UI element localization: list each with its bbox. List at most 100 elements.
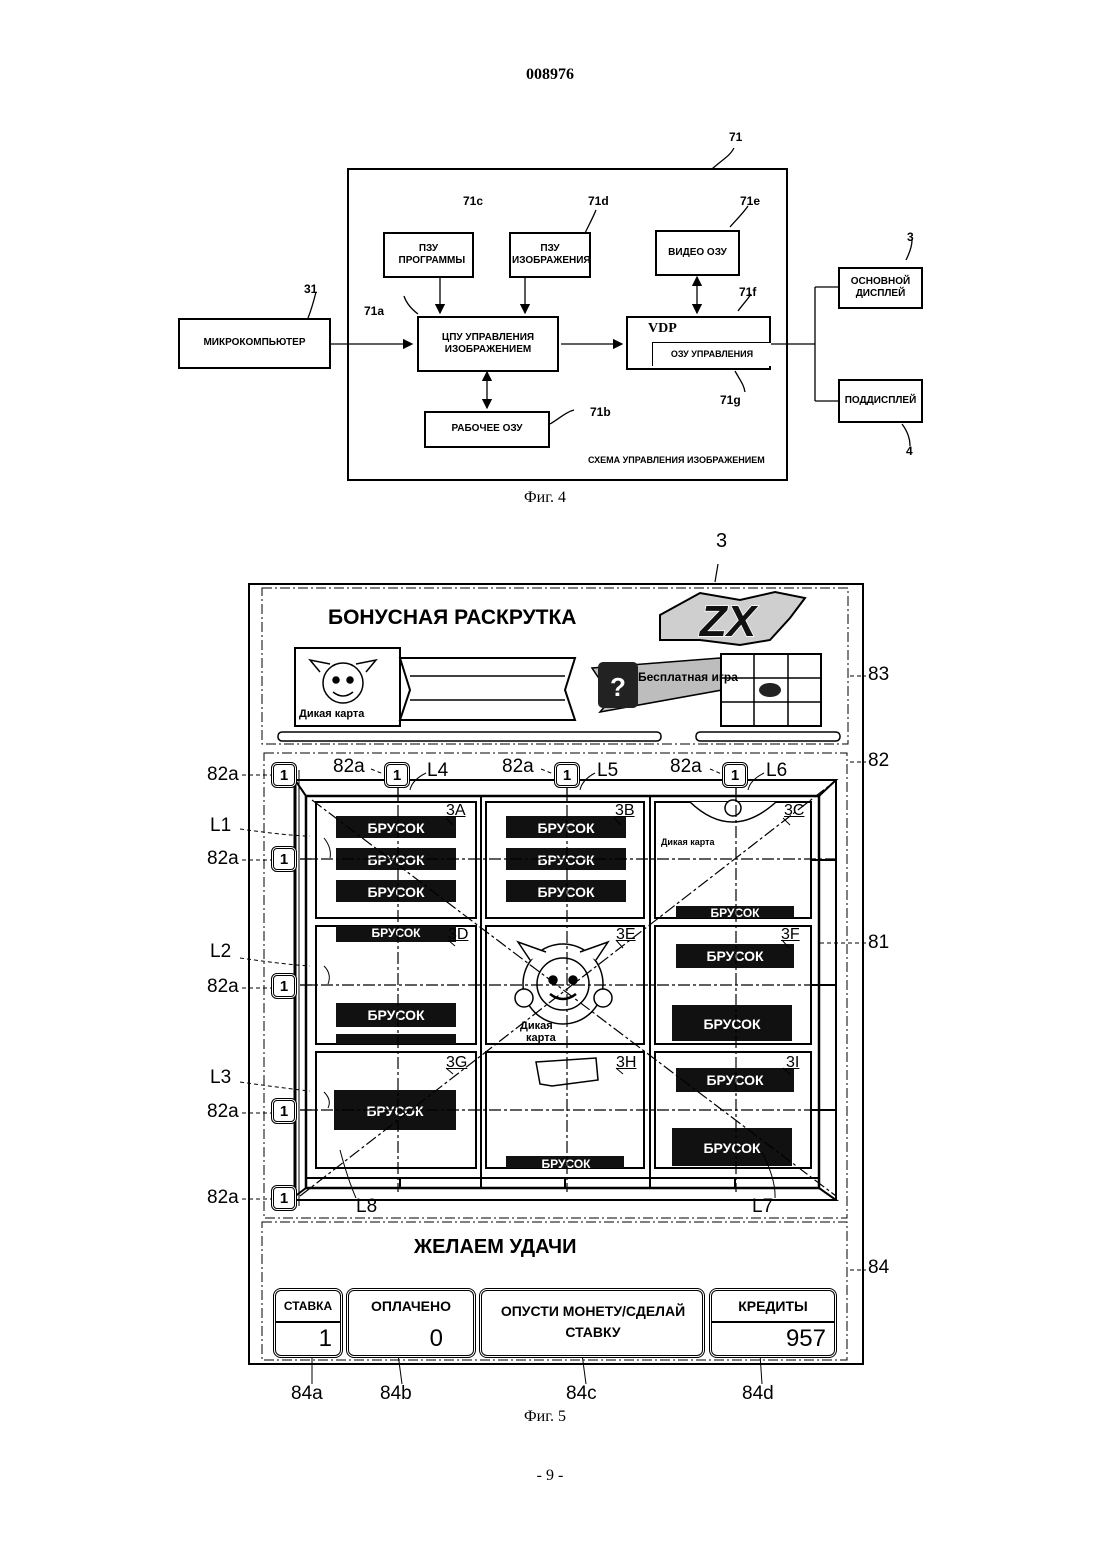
- free-game-label: Бесплатная игра: [638, 670, 738, 684]
- line-label-l4: L4: [427, 760, 448, 782]
- line-label-l6: L6: [766, 760, 787, 782]
- ref-82a: 82a: [207, 1101, 239, 1123]
- cell-label-3h: 3H: [616, 1054, 636, 1072]
- fig5-caption: Фиг. 5: [524, 1408, 566, 1426]
- bar-symbol: БРУСОК: [367, 820, 425, 836]
- wild-card-label-3c: Дикая карта: [661, 837, 716, 847]
- credits-value: 957: [786, 1325, 826, 1353]
- bar-symbol: БРУСОК: [367, 852, 425, 868]
- bar-symbol: БРУСОК: [366, 1103, 424, 1119]
- line-pill-bottom-left: 1: [271, 1185, 297, 1211]
- cell-label-3a: 3A: [446, 802, 466, 820]
- bar-symbol: БРУСОК: [537, 852, 595, 868]
- cell-label-3c: 3C: [784, 802, 804, 820]
- ref-84b: 84b: [380, 1383, 412, 1405]
- bar-symbol: БРУСОК: [542, 1157, 592, 1171]
- main-display-label: ОСНОВНОЙ ДИСПЛЕЙ: [846, 276, 916, 301]
- ref-71f: 71f: [739, 285, 756, 299]
- vdp-block: VDP ОЗУ УПРАВЛЕНИЯ: [626, 316, 771, 370]
- line-pill-l5: 1: [554, 762, 580, 788]
- bar-symbol: БРУСОК: [706, 1072, 764, 1088]
- line-pill-l1: 1: [271, 846, 297, 872]
- cell-label-3b: 3B: [615, 802, 635, 820]
- bonus-title: БОНУСНАЯ РАСКРУТКА: [328, 606, 576, 630]
- work-ram-block: РАБОЧЕЕ ОЗУ: [424, 411, 550, 448]
- cell-label-3i: 3I: [786, 1054, 799, 1072]
- bar-symbol: БРУСОК: [703, 1016, 761, 1032]
- cell-label-3f: 3F: [781, 926, 800, 944]
- image-rom-block: ПЗУ ИЗОБРАЖЕНИЯ: [509, 232, 591, 278]
- bar-symbol: БРУСОК: [706, 948, 764, 964]
- wild-card-label-3e-2: карта: [526, 1032, 557, 1044]
- line-label-l5: L5: [597, 760, 618, 782]
- circuit-title: СХЕМА УПРАВЛЕНИЯ ИЗОБРАЖЕНИЕМ: [588, 455, 765, 465]
- bet-label: СТАВКА: [276, 1291, 340, 1323]
- paid-panel: ОПЛАЧЕНО 0: [346, 1288, 476, 1358]
- bar-symbol: БРУСОК: [711, 906, 761, 920]
- ref-81: 81: [868, 932, 889, 954]
- cell-label-3d: 3D: [448, 926, 468, 944]
- ref-84: 84: [868, 1257, 889, 1279]
- cell-label-3e: 3E: [616, 926, 636, 944]
- zx-logo: ZX: [698, 597, 759, 646]
- good-luck-message: ЖЕЛАЕМ УДАЧИ: [414, 1236, 576, 1259]
- sub-display-block: ПОДДИСПЛЕЙ: [838, 379, 923, 423]
- bar-symbol: БРУСОК: [703, 1140, 761, 1156]
- ref-84c: 84c: [566, 1383, 597, 1405]
- main-display-block: ОСНОВНОЙ ДИСПЛЕЙ: [838, 267, 923, 309]
- bet-value: 1: [319, 1325, 332, 1353]
- line-label-l8: L8: [356, 1196, 377, 1218]
- insert-coin-label: ОПУСТИ МОНЕТУ/СДЕЛАЙ СТАВКУ: [498, 1301, 688, 1343]
- question-mark: ?: [610, 672, 626, 702]
- credits-panel: КРЕДИТЫ 957: [709, 1288, 837, 1358]
- line-label-l2: L2: [210, 941, 231, 963]
- ref-71d: 71d: [588, 194, 609, 208]
- line-pill-l6: 1: [722, 762, 748, 788]
- ref-82: 82: [868, 750, 889, 772]
- ref-82a: 82a: [207, 1187, 239, 1209]
- ref-71e: 71e: [740, 194, 760, 208]
- ref-82a: 82a: [207, 764, 239, 786]
- insert-coin-panel: ОПУСТИ МОНЕТУ/СДЕЛАЙ СТАВКУ: [479, 1288, 705, 1358]
- control-ram-label: ОЗУ УПРАВЛЕНИЯ: [671, 349, 753, 360]
- video-ram-label: ВИДЕО ОЗУ: [668, 247, 727, 260]
- line-pill-l4: 1: [384, 762, 410, 788]
- ref-82a: 82a: [502, 756, 534, 778]
- line-pill-l2: 1: [271, 973, 297, 999]
- ref-4: 4: [906, 444, 913, 458]
- sub-display-label: ПОДДИСПЛЕЙ: [845, 395, 917, 408]
- ref-71g: 71g: [720, 393, 741, 407]
- ref-84d: 84d: [742, 1383, 774, 1405]
- ref-3-fig5: 3: [716, 530, 727, 553]
- cpu-block: ЦПУ УПРАВЛЕНИЯ ИЗОБРАЖЕНИЕМ: [417, 316, 559, 372]
- fig5-drawing: ZX ?: [0, 520, 1100, 1420]
- ref-31: 31: [304, 282, 317, 296]
- ref-82a: 82a: [207, 976, 239, 998]
- ref-82a: 82a: [207, 848, 239, 870]
- microcomputer-block: МИКРОКОМПЬЮТЕР: [178, 318, 331, 369]
- line-label-l3: L3: [210, 1067, 231, 1089]
- paid-label: ОПЛАЧЕНО: [349, 1291, 473, 1321]
- ref-84a: 84a: [291, 1383, 323, 1405]
- bar-symbol: БРУСОК: [537, 820, 595, 836]
- line-label-l1: L1: [210, 815, 231, 837]
- page-number: - 9 -: [0, 1467, 1100, 1485]
- program-rom-label: ПЗУ ПРОГРАММЫ: [399, 243, 459, 268]
- line-label-l7: L7: [752, 1196, 773, 1218]
- microcomputer-label: МИКРОКОМПЬЮТЕР: [203, 337, 305, 350]
- credits-label: КРЕДИТЫ: [712, 1291, 834, 1323]
- bet-panel: СТАВКА 1: [273, 1288, 343, 1358]
- bar-symbol: БРУСОК: [372, 926, 422, 940]
- fig4-caption: Фиг. 4: [524, 489, 566, 507]
- bar-symbol: БРУСОК: [367, 884, 425, 900]
- image-rom-label: ПЗУ ИЗОБРАЖЕНИЯ: [512, 243, 588, 268]
- line-pill-top-left: 1: [271, 762, 297, 788]
- bar-symbol: БРУСОК: [537, 884, 595, 900]
- vdp-label: VDP: [648, 320, 677, 338]
- ref-82a: 82a: [333, 756, 365, 778]
- cpu-label: ЦПУ УПРАВЛЕНИЯ ИЗОБРАЖЕНИЕМ: [433, 332, 543, 357]
- wild-card-label-top: Дикая карта: [299, 708, 364, 720]
- video-ram-block: ВИДЕО ОЗУ: [655, 230, 740, 276]
- work-ram-label: РАБОЧЕЕ ОЗУ: [451, 423, 522, 436]
- ref-83: 83: [868, 664, 889, 686]
